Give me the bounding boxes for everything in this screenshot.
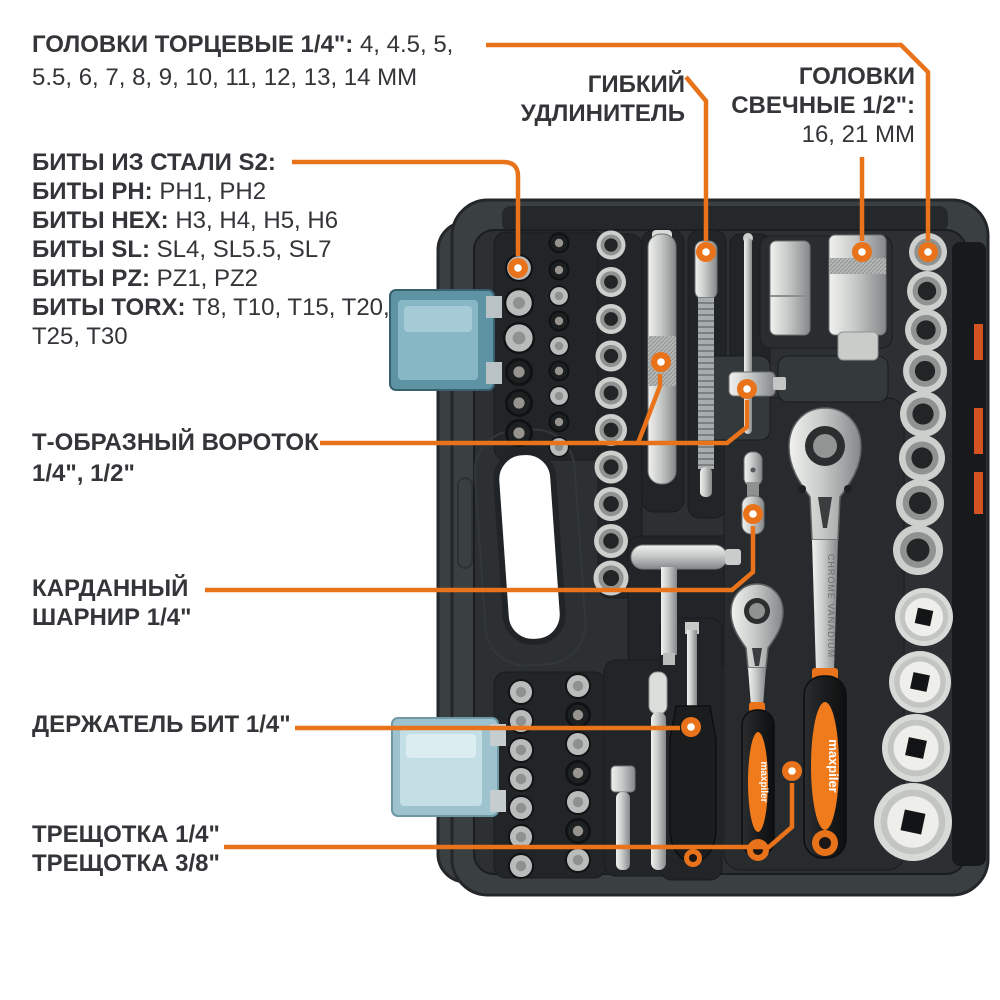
callout-markers [508,242,938,781]
label-sockets-quarter: ГОЛОВКИ ТОРЦЕВЫЕ 1/4": 4, 4.5, 5, 5.5, 6… [32,28,487,94]
handle-cutout [493,449,566,645]
edge-clip [974,472,983,514]
leader-flex-extension [684,75,709,241]
latch-top [389,289,502,391]
marker-spark-socket [852,242,872,262]
flexible-extension [694,240,718,497]
label-flex-extension: ГИБКИЙ УДЛИНИТЕЛЬ [520,71,685,127]
callout-lines [205,42,931,850]
label-bits-row: T25, T30 [32,323,128,350]
label-bits-row: БИТЫ PZ: PZ1, PZ2 [32,265,259,292]
edge-clip [974,408,983,454]
label-ratchets: ТРЕЩОТКА 1/4" ТРЕЩОТКА 3/8" [32,821,220,877]
label-bit-holder: ДЕРЖАТЕЛЬ БИТ 1/4" [32,711,291,738]
label-spark-sockets: ГОЛОВКИ СВЕЧНЫЕ 1/2": 16, 21 ММ [731,63,915,148]
marker-flex-extension [696,242,716,262]
label-bits-row: БИТЫ SL: SL4, SL5.5, SL7 [32,236,332,263]
spark-plug-sockets [769,234,887,361]
leader-t-handle-branch [635,374,663,444]
label-sockets-quarter-values: 4, 4.5, 5, 5.5, 6, 7, 8, 9, 10, 11, 12, … [32,31,454,91]
leader-ratchets [224,783,795,850]
shaft-marking-text: CHROME VANADIUM [826,554,836,658]
handle-brand-text: maxpiler [758,761,769,802]
bit-holder [669,622,717,867]
ratchet-half: CHROME VANADIUM maxpiler [788,407,862,859]
marker-extension-bar [651,352,671,372]
leader-bits [292,159,521,256]
ratchet-three-eighths: maxpiler [730,583,784,861]
marker-sliding-t [737,379,757,399]
label-universal-joint: КАРДАННЫЙ ШАРНИР 1/4" [32,575,192,631]
label-bits-title: БИТЫ ИЗ СТАЛИ S2: [32,149,276,176]
label-t-handle: Т-ОБРАЗНЫЙ ВОРОТОК 1/4", 1/2" [32,429,319,487]
leader-universal-joint [205,526,756,593]
marker-bits [508,258,528,278]
label-sockets-quarter-bold: ГОЛОВКИ ТОРЦЕВЫЕ 1/4": [32,31,354,58]
marker-universal-joint [743,504,763,524]
adapters [610,671,668,870]
leader-t-handle [320,400,750,446]
edge-clip [974,324,983,360]
case-right-edge [952,242,986,866]
label-bits: БИТЫ ИЗ СТАЛИ S2: БИТЫ PH: PH1, PH2 БИТЫ… [32,148,512,351]
label-bits-row: БИТЫ PH: PH1, PH2 [32,178,267,205]
leader-sockets-quarter [486,42,931,241]
label-bits-row: БИТЫ TORX: T8, T10, T15, T20, [32,294,390,321]
label-bits-row: БИТЫ HEX: H3, H4, H5, H6 [32,207,339,234]
marker-ratchets [782,761,802,781]
handle-brand-text: maxpiler [826,739,841,792]
latch-bottom [391,717,506,817]
marker-socket-half [918,242,938,262]
marker-bit-holder [681,717,701,737]
case-top-rim [502,206,948,232]
